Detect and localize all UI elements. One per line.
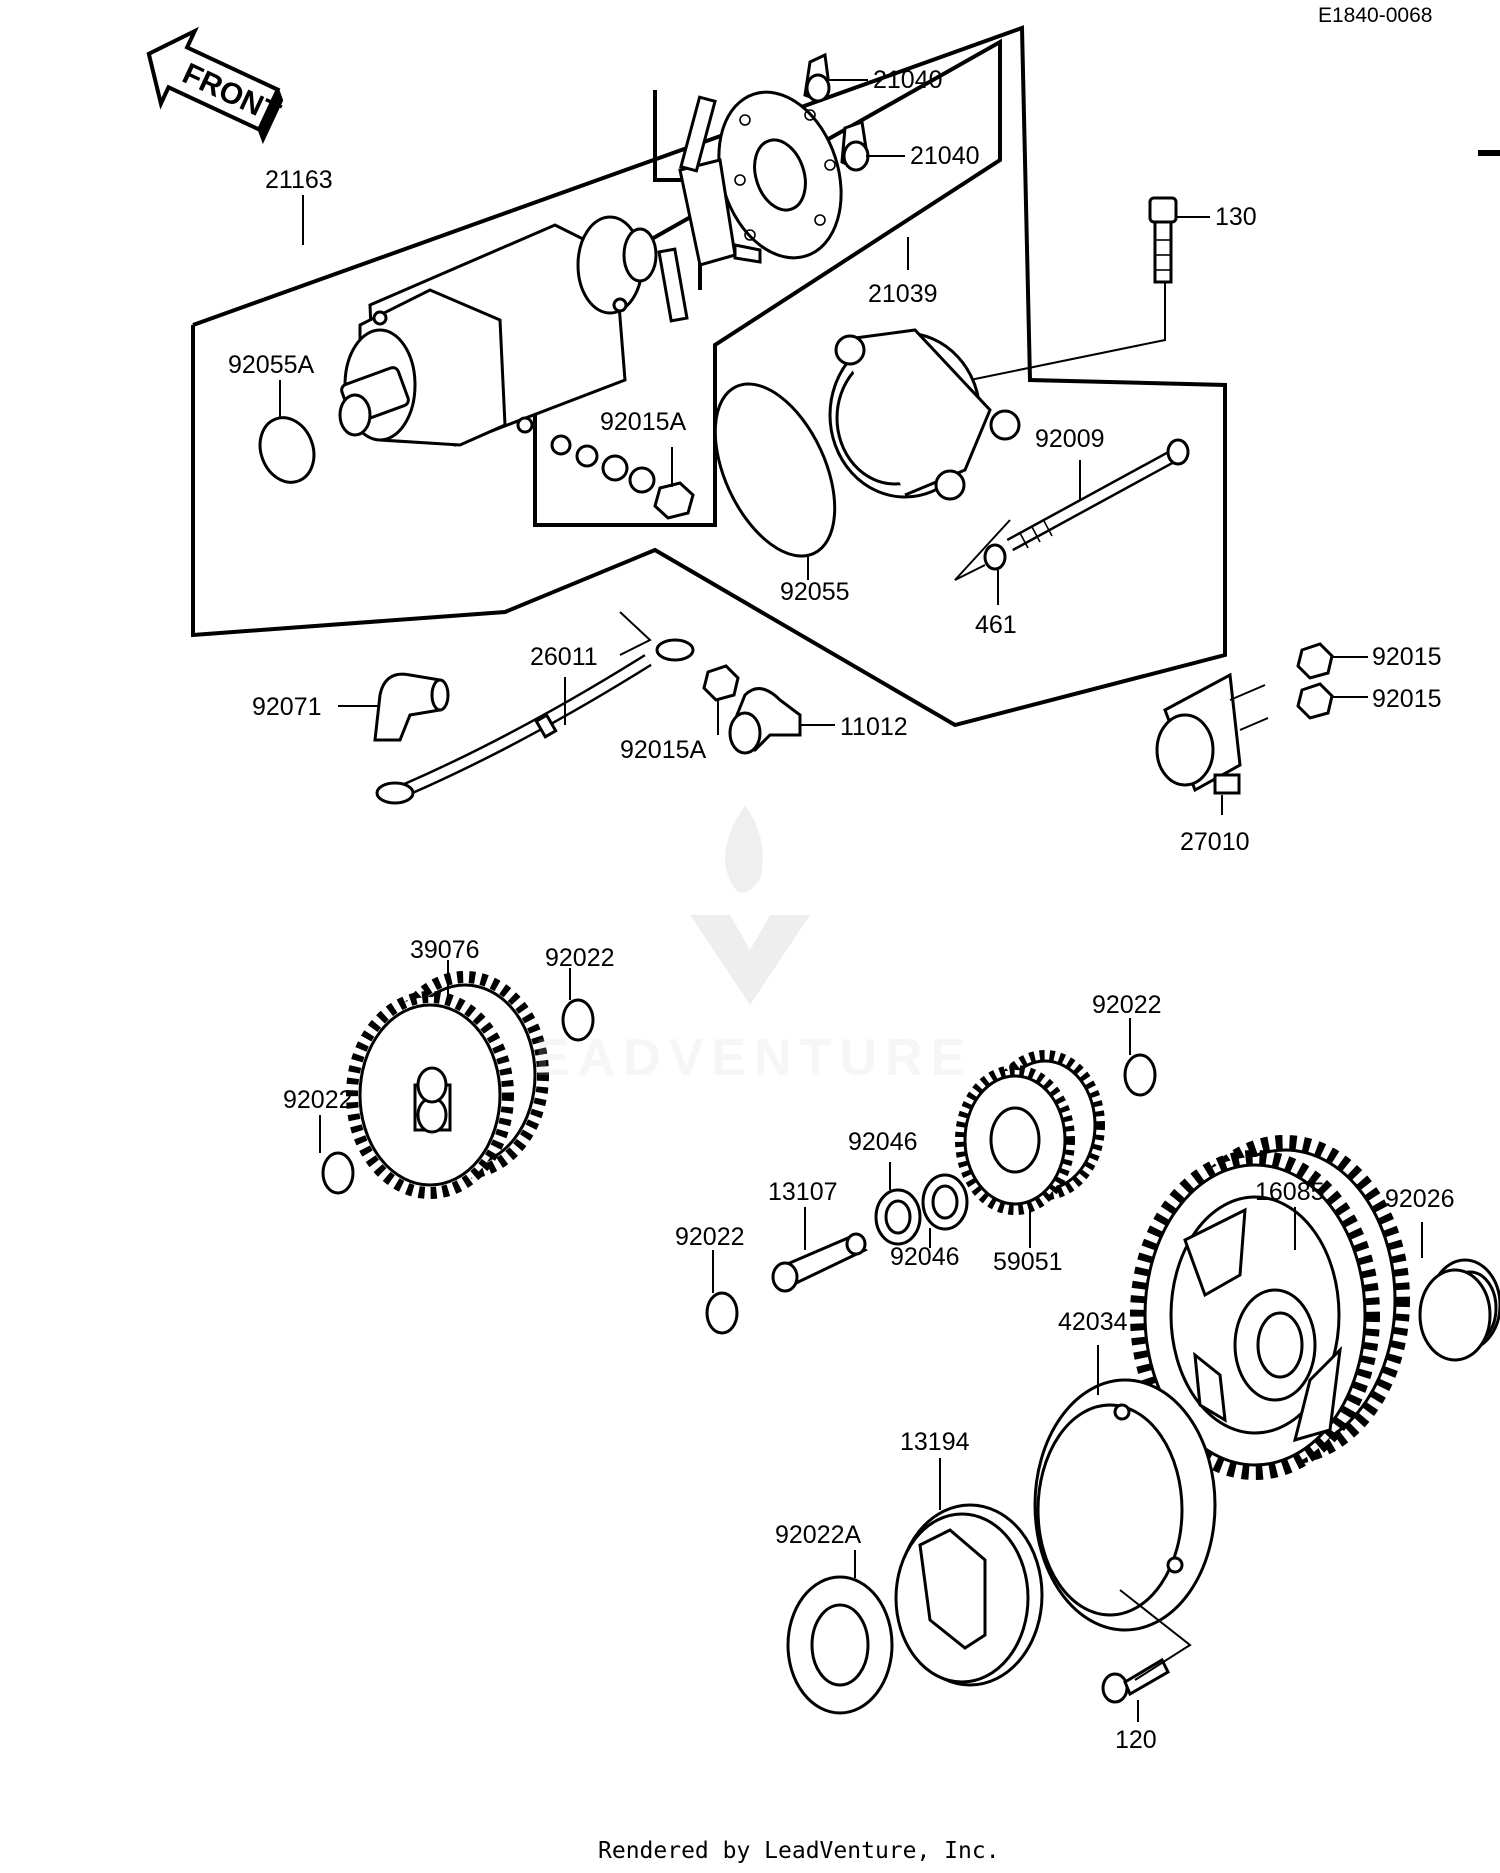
brush-plate — [717, 90, 843, 260]
o-ring-92055A — [258, 416, 316, 484]
assembly-outline-21163 — [191, 25, 1227, 728]
label-92022A: 92022A — [775, 1521, 862, 1549]
bolt-130 — [1148, 196, 1178, 284]
label-13107: 13107 — [768, 1178, 838, 1206]
label-92026: 92026 — [1385, 1185, 1455, 1213]
label-21040-a: 21040 — [873, 66, 943, 94]
label-26011: 26011 — [530, 643, 598, 671]
label-92046-a: 92046 — [848, 1128, 918, 1156]
assembly-outline-21039 — [533, 38, 1002, 527]
seal-92026 — [1418, 1258, 1500, 1362]
end-cover — [828, 328, 1021, 501]
nut-92015-b — [1296, 682, 1334, 720]
spring-21040-b — [840, 119, 870, 172]
long-bolt-92009 — [1006, 438, 1190, 552]
label-92022-d: 92022 — [675, 1223, 745, 1251]
nut-92015-a — [1296, 642, 1334, 680]
leader-130-b — [969, 282, 1166, 381]
label-92022-b: 92022 — [283, 1086, 353, 1114]
label-92022-a: 92022 — [545, 944, 615, 972]
clutch-13194 — [894, 1503, 1044, 1687]
label-21163: 21163 — [265, 166, 333, 194]
gear-39076 — [346, 971, 549, 1199]
label-92015-a: 92015 — [1372, 643, 1442, 671]
washer-461 — [983, 543, 1007, 571]
bearing-92046-a — [874, 1188, 922, 1246]
leader-92009-b — [954, 519, 1011, 581]
label-21040-b: 21040 — [910, 142, 980, 170]
label-92055A: 92055A — [228, 351, 315, 379]
footer-credit: Rendered by LeadVenture, Inc. — [598, 1838, 1000, 1864]
bearing-92046-b — [921, 1173, 969, 1231]
label-92009: 92009 — [1035, 425, 1105, 453]
label-21039: 21039 — [868, 280, 938, 308]
cable-26011 — [375, 638, 695, 805]
label-59051: 59051 — [993, 1248, 1063, 1276]
label-92055: 92055 — [780, 578, 850, 606]
watermark-text: EADVENTURE — [535, 1029, 973, 1087]
washer-set-92015A — [550, 434, 695, 520]
label-92046-b: 92046 — [890, 1243, 960, 1271]
brush-holder — [657, 95, 762, 323]
label-92015A-top: 92015A — [600, 408, 687, 436]
washer-92022-a — [561, 998, 595, 1042]
label-27010: 27010 — [1180, 828, 1250, 856]
label-42034: 42034 — [1058, 1308, 1128, 1336]
washer-92022A — [786, 1575, 894, 1715]
sprocket-16085 — [1130, 1135, 1410, 1480]
label-11012: 11012 — [840, 713, 908, 741]
leader-120-b — [1119, 1589, 1192, 1681]
washer-92022-b — [321, 1151, 355, 1195]
gear-59051 — [955, 1050, 1105, 1215]
label-13194: 13194 — [900, 1428, 970, 1456]
starter-motor — [338, 215, 658, 447]
nut-92015A-bottom — [702, 664, 740, 702]
label-92015A-bottom: 92015A — [620, 736, 707, 764]
bolt-120 — [1101, 1657, 1170, 1704]
label-16085: 16085 — [1255, 1178, 1325, 1206]
relay-27010 — [1155, 672, 1269, 795]
label-461: 461 — [975, 611, 1017, 639]
spring-21040-a — [803, 52, 831, 103]
housing-42034 — [1033, 1378, 1217, 1632]
label-120: 120 — [1115, 1726, 1157, 1754]
label-130: 130 — [1215, 203, 1257, 231]
boot-11012 — [728, 687, 802, 755]
watermark: EADVENTURE — [535, 805, 973, 1087]
o-ring-92055 — [713, 382, 837, 558]
label-39076: 39076 — [410, 936, 480, 964]
boot-92071 — [373, 672, 450, 742]
leader-26011-b — [619, 611, 652, 656]
front-arrow: FRONT — [146, 26, 285, 145]
label-92071: 92071 — [252, 693, 322, 721]
shaft-13107 — [771, 1232, 868, 1293]
diagram-ref: E1840-0068 — [1318, 4, 1432, 27]
label-92015-b: 92015 — [1372, 685, 1442, 713]
washer-92022-c — [1123, 1053, 1157, 1097]
label-92022-c: 92022 — [1092, 991, 1162, 1019]
washer-92022-d — [705, 1291, 739, 1335]
margin-mark — [1478, 150, 1500, 156]
